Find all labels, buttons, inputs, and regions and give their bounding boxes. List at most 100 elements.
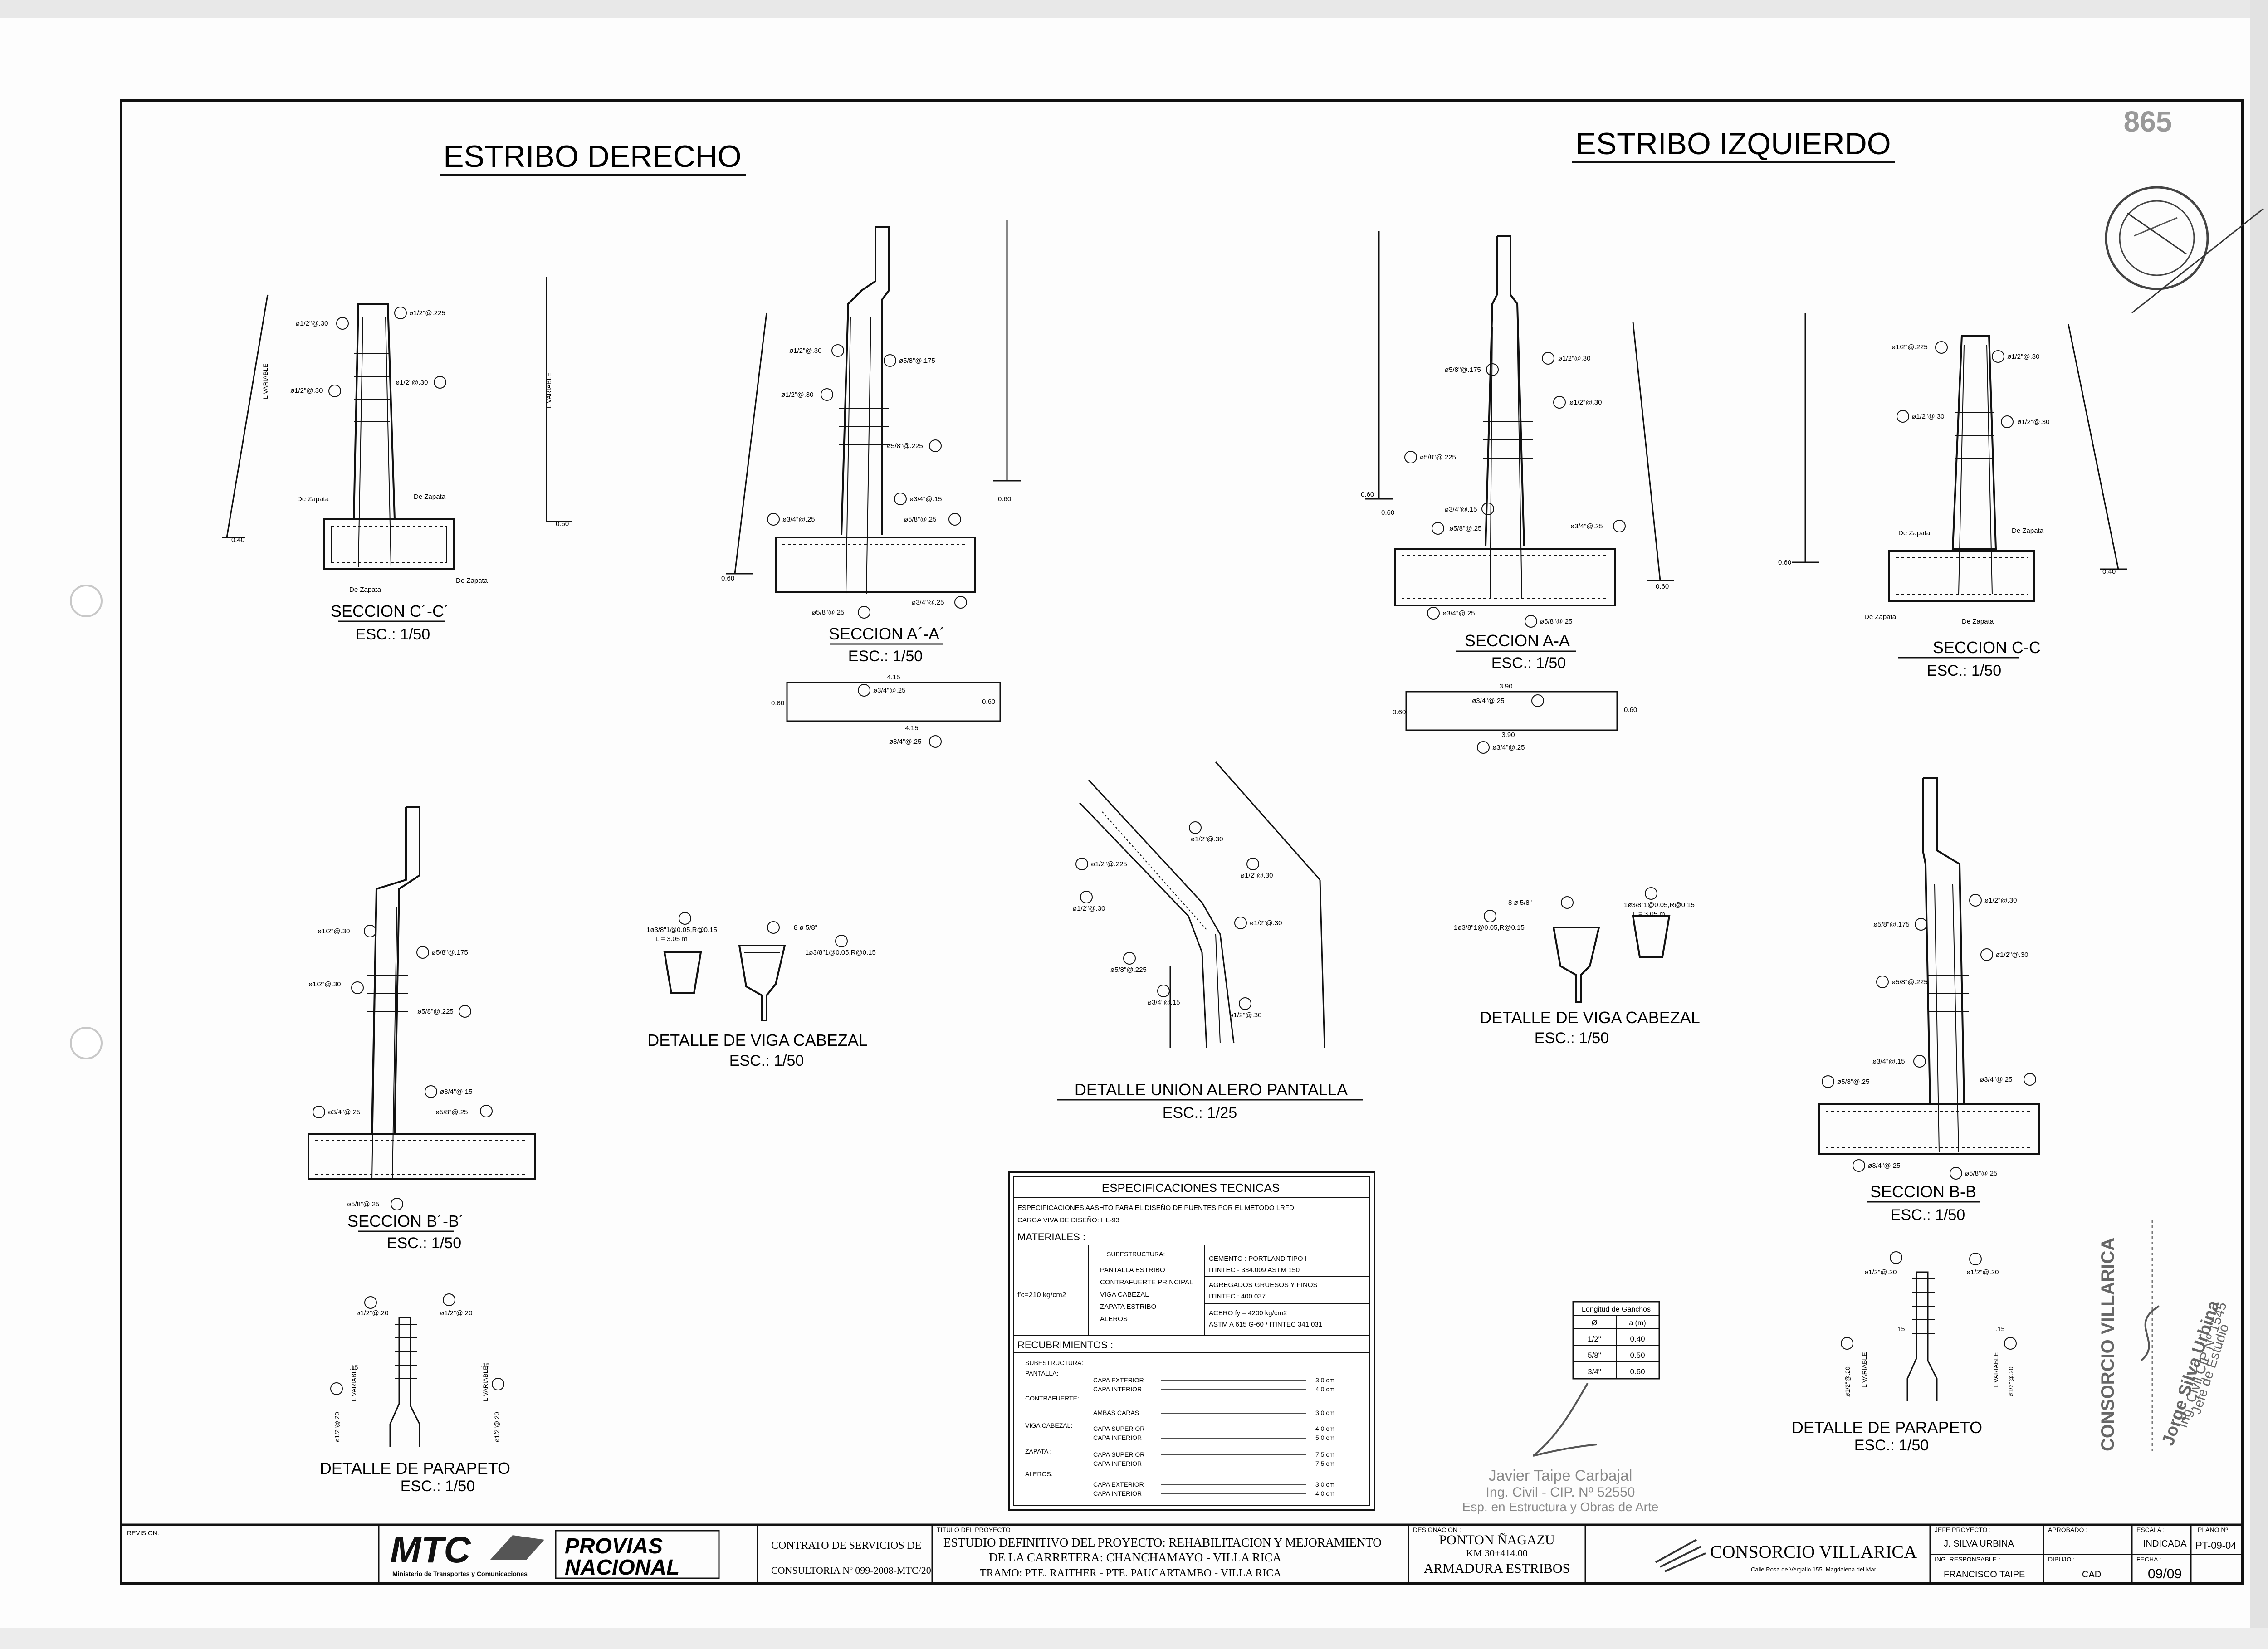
- project-line2: DE LA CARRETERA: CHANCHAMAYO - VILLA RIC…: [989, 1551, 1282, 1564]
- dimension-label: .15: [1996, 1325, 2005, 1332]
- specs-rec-value: 7.5 cm: [1315, 1451, 1334, 1458]
- signature-name: Javier Taipe Carbajal: [1489, 1467, 1633, 1484]
- specs-aggregates: ITINTEC : 400.037: [1209, 1293, 1266, 1300]
- specs-rec-value: 4.0 cm: [1315, 1490, 1334, 1497]
- rebar-label: ø5/8"@.25: [1837, 1078, 1869, 1086]
- dimension-label: 0.60: [1381, 509, 1394, 517]
- sheet-border: [120, 99, 2244, 1585]
- specs-rec-value: 3.0 cm: [1315, 1481, 1334, 1488]
- dimension-label: L VARIABLE: [350, 1366, 357, 1401]
- heading-left-abutment: ESTRIBO IZQUIERDO: [1575, 127, 1891, 161]
- date-label: FECHA :: [2136, 1556, 2161, 1563]
- dimension-label: 0.60: [556, 520, 569, 528]
- provias-line1: PROVIAS: [565, 1534, 663, 1558]
- specs-rec-item: CAPA INTERIOR: [1093, 1386, 1142, 1393]
- rebar-label: ø3/4"@.25: [1442, 610, 1475, 617]
- specs-materiales: MATERIALES :: [1017, 1231, 1085, 1243]
- specs-rec-group: ALEROS:: [1025, 1470, 1053, 1478]
- section-title: SECCION A-A: [1465, 631, 1570, 650]
- specs-rec-group: VIGA CABEZAL:: [1025, 1422, 1072, 1429]
- rebar-label: ø1/2"@.30: [1191, 835, 1223, 843]
- hooks-title: Longitud de Ganchos: [1582, 1306, 1651, 1313]
- specs-recubrimientos: RECUBRIMIENTOS :: [1017, 1339, 1113, 1351]
- section-scale: ESC.: 1/50: [356, 626, 430, 643]
- plan-label: PLANO Nº: [2198, 1526, 2228, 1533]
- consortium-address: Calle Rosa de Vergallo 155, Magdalena de…: [1751, 1566, 1877, 1573]
- rebar-label: ø1/2"@.20: [493, 1412, 500, 1442]
- hooks-cell: 1/2": [1588, 1335, 1601, 1343]
- rebar-label: ø5/8"@.175: [899, 357, 935, 365]
- specs-steel: ACERO fy = 4200 kg/cm2: [1209, 1309, 1287, 1317]
- dimension-label: 0.60: [998, 495, 1011, 503]
- detail-parapeto-left: ø1/2"@.20 ø1/2"@.20 ø1/2"@.20 ø1/2"@.20 …: [320, 1293, 510, 1495]
- section-title: SECCION B-B: [1870, 1182, 1976, 1201]
- project-line1: ESTUDIO DEFINITIVO DEL PROYECTO: REHABIL…: [943, 1536, 1382, 1549]
- hooks-cell: 5/8": [1588, 1351, 1601, 1360]
- section-aa: ø1/2"@.30 ø5/8"@.175 ø1/2"@.30 ø5/8"@.22…: [1361, 231, 1674, 754]
- drawing-value: CAD: [2082, 1570, 2101, 1580]
- specs-cement: ITINTEC - 334.009 ASTM 150: [1209, 1266, 1300, 1274]
- dimension-label: 0.60: [1656, 583, 1669, 590]
- rebar-label: ø3/4"@.25: [873, 687, 905, 694]
- rebar-label: ø3/4"@.25: [1570, 522, 1603, 530]
- rebar-label: ø5/8"@.225: [1892, 978, 1928, 986]
- specs-sub-item: ZAPATA ESTRIBO: [1100, 1303, 1156, 1311]
- specs-rec-value: 4.0 cm: [1315, 1425, 1334, 1432]
- section-aa-prime: ø1/2"@.30 ø5/8"@.175 ø1/2"@.30 ø5/8"@.22…: [721, 220, 1021, 748]
- chief-name: J. SILVA URBINA: [1944, 1539, 2014, 1549]
- specs-rec-item: AMBAS CARAS: [1093, 1409, 1139, 1416]
- dimension-label: 0.60: [721, 575, 734, 582]
- rebar-label: ø3/4"@.25: [782, 516, 815, 523]
- engineer-seal: [2105, 186, 2264, 314]
- specs-rec-sub: SUBESTRUCTURA:: [1025, 1359, 1083, 1366]
- title-block: REVISION: MTC Ministerio de Transportes …: [121, 1523, 2243, 1584]
- specs-rec-item: CAPA SUPERIOR: [1093, 1425, 1144, 1432]
- dimension-label: L VARIABLE: [1992, 1352, 1999, 1388]
- signature-cip: Ing. Civil - CIP. Nº 52550: [1486, 1485, 1635, 1500]
- rebar-label: ø5/8"@.225: [887, 442, 923, 450]
- specs-rec-item: CAPA EXTERIOR: [1093, 1376, 1144, 1384]
- hooks-cell: 0.50: [1630, 1351, 1645, 1360]
- section-title: SECCION B´-B´: [347, 1212, 464, 1230]
- rebar-label: ø3/4"@.15: [909, 495, 942, 503]
- rebar-label: ø1/2"@.30: [1912, 413, 1944, 420]
- detail-title: DETALLE DE VIGA CABEZAL: [647, 1031, 868, 1049]
- rebar-label: ø1/2"@.30: [1073, 905, 1105, 912]
- designation-line1: PONTON ÑAGAZU: [1439, 1532, 1555, 1547]
- dimension-label: .15: [481, 1361, 490, 1369]
- dimension-label: L VARIABLE: [262, 363, 269, 399]
- detail-union-alero: ø1/2"@.30 ø1/2"@.225 ø1/2"@.30 ø1/2"@.30…: [1057, 761, 1363, 1122]
- engineer-name: FRANCISCO TAIPE: [1944, 1570, 2025, 1580]
- detail-viga-cabezal-left: 1ø3/8"1@0.05,R@0.15 L = 3.05 m 8 ø 5/8" …: [646, 912, 876, 1069]
- hooks-cell: 0.40: [1630, 1335, 1645, 1343]
- rebar-label: ø1/2"@.30: [308, 981, 341, 988]
- rebar-label: ø3/4"@.15: [1445, 506, 1477, 513]
- specs-sub-item: PANTALLA ESTRIBO: [1100, 1266, 1165, 1274]
- scan-edge: [0, 0, 2268, 18]
- punch-hole: [70, 585, 103, 617]
- specs-rec-item: CAPA EXTERIOR: [1093, 1481, 1144, 1488]
- rebar-label: ø1/2"@.30: [1996, 951, 2028, 959]
- rebar-label: De Zapata: [2012, 527, 2044, 535]
- rebar-label: De Zapata: [1962, 618, 1994, 625]
- rebar-label: ø3/4"@.25: [1868, 1162, 1900, 1170]
- specs-rec-value: 3.0 cm: [1315, 1376, 1334, 1384]
- specs-rec-group: PANTALLA:: [1025, 1370, 1058, 1377]
- rebar-label: ø1/2"@.20: [1844, 1366, 1851, 1397]
- dimension-label: 3.90: [1499, 683, 1512, 690]
- rebar-label: ø1/2"@.20: [2007, 1366, 2014, 1397]
- dimension-label: 4.15: [887, 673, 900, 681]
- rebar-label: ø3/4"@.15: [1872, 1058, 1905, 1065]
- rebar-label: ø1/2"@.225: [1091, 860, 1127, 868]
- specs-rec-group: CONTRAFUERTE:: [1025, 1395, 1079, 1402]
- section-cc-prime: ø1/2"@.30 ø1/2"@.225 ø1/2"@.30 ø1/2"@.30…: [222, 277, 572, 643]
- specs-fc: f'c=210 kg/cm2: [1017, 1291, 1066, 1299]
- rebar-label: ø5/8"@.25: [1540, 618, 1572, 625]
- dimension-label: 0.60: [1778, 559, 1791, 566]
- rebar-label: ø1/2"@.30: [396, 379, 428, 386]
- signature-block: Javier Taipe Carbajal Ing. Civil - CIP. …: [1462, 1383, 1658, 1514]
- detail-scale: ESC.: 1/50: [1854, 1437, 1929, 1454]
- project-label: TITULO DEL PROYECTO: [937, 1526, 1011, 1533]
- drawing-label: DIBUJO :: [2048, 1556, 2075, 1563]
- detail-scale: ESC.: 1/25: [1163, 1104, 1237, 1122]
